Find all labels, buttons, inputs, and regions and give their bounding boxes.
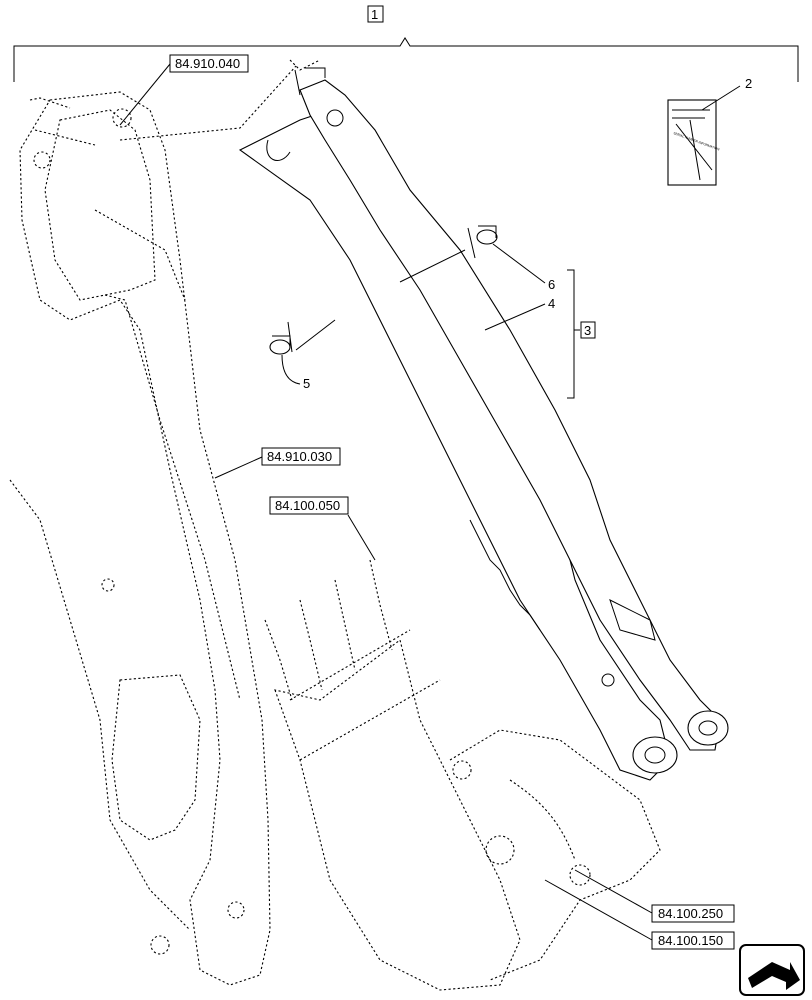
ref-84-100-050: 84.100.050 <box>275 498 340 513</box>
ref-box-84-100-050[interactable]: 84.100.050 <box>269 496 376 561</box>
decal-manual: SERIAL NUMBER INFORMATION <box>667 99 721 186</box>
assembly-bracket <box>13 37 799 82</box>
callout-3-bracket[interactable]: 3 <box>567 269 596 399</box>
callout-1-label: 1 <box>371 7 378 22</box>
dipper-arm <box>238 67 729 781</box>
callout-4[interactable]: 4 <box>484 296 555 331</box>
ref-box-84-100-150[interactable]: 84.100.150 <box>544 879 735 950</box>
callout-3-label: 3 <box>584 323 591 338</box>
ref-84-100-150: 84.100.150 <box>658 933 723 948</box>
callout-5[interactable]: 5 <box>281 354 310 391</box>
boom-outline-dashed <box>9 59 321 986</box>
grease-fitting-6 <box>399 225 498 283</box>
next-page-arrow-icon[interactable] <box>739 944 805 996</box>
grease-fitting-5 <box>269 319 336 355</box>
ref-84-910-030: 84.910.030 <box>267 449 332 464</box>
callout-5-label: 5 <box>303 376 310 391</box>
callout-6[interactable]: 6 <box>492 243 555 292</box>
ref-box-84-100-250[interactable]: 84.100.250 <box>574 869 735 923</box>
ref-box-84-910-030[interactable]: 84.910.030 <box>214 447 341 479</box>
callout-2-label: 2 <box>745 76 752 91</box>
callout-1-box[interactable]: 1 <box>367 5 384 23</box>
bucket-outline-dashed <box>264 559 661 991</box>
callout-2[interactable]: 2 <box>701 76 752 111</box>
ref-84-910-040: 84.910.040 <box>175 56 240 71</box>
ref-84-100-250: 84.100.250 <box>658 906 723 921</box>
ref-box-84-910-040[interactable]: 84.910.040 <box>119 54 249 126</box>
callout-6-label: 6 <box>548 277 555 292</box>
callout-4-label: 4 <box>548 296 555 311</box>
